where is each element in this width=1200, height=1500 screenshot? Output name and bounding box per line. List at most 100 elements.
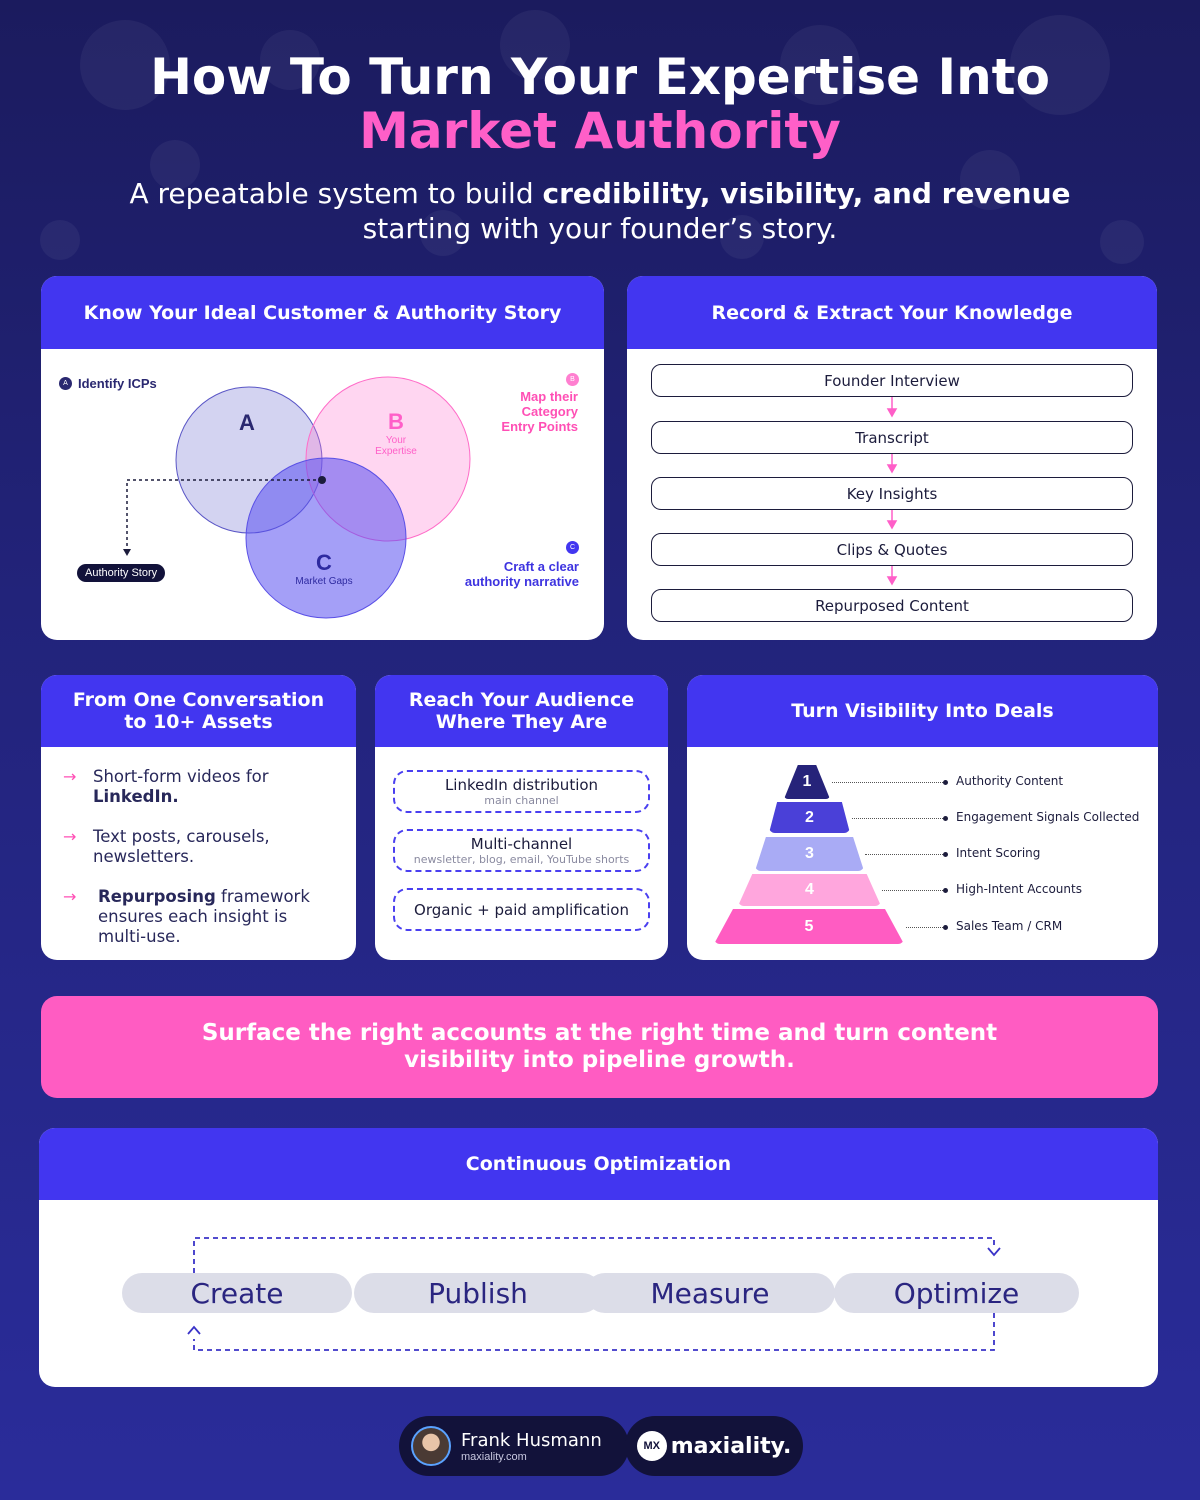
pyramid-label-5: Sales Team / CRM — [956, 918, 1063, 933]
stage-publish: Publish — [354, 1273, 602, 1313]
reach-card-title: Reach Your Audience Where They Are — [375, 675, 668, 747]
maxiality-logo-text: maxiality. — [670, 1433, 792, 1459]
channel-linkedin-sub: main channel — [484, 794, 559, 807]
flow-step-clips-quotes: Clips & Quotes — [651, 533, 1133, 566]
loop-top-arrow — [987, 1247, 1001, 1257]
channel-linkedin-main: LinkedIn distribution — [444, 776, 599, 794]
label-a-group: A Identify ICPs — [59, 376, 157, 391]
assets-card-title: From One Conversation to 10+ Assets — [41, 675, 356, 747]
pyramid-level-2: 2 — [769, 802, 850, 833]
optimization-card-title: Continuous Optimization — [39, 1128, 1158, 1200]
footer-logo-pill: MX maxiality. — [625, 1416, 803, 1476]
subtitle: A repeatable system to build credibility… — [0, 176, 1200, 246]
label-c-line2: authority narrative — [464, 574, 579, 589]
badge-a-icon: A — [59, 377, 72, 390]
circle-b-letter: B — [388, 409, 404, 434]
loop-top-dashed — [193, 1237, 995, 1273]
badge-b-icon: B — [566, 373, 579, 386]
title-line-1: How To Turn Your Expertise Into — [150, 48, 1050, 106]
pyramid-level-5: 5 — [714, 909, 904, 944]
pyramid-level-4: 4 — [738, 874, 881, 906]
asset-item-posts: → Text posts, carousels, newsletters. — [63, 827, 330, 867]
asset-item3-text: framework ensures each insight is multi-… — [98, 887, 310, 946]
loop-bottom-dashed — [193, 1313, 995, 1351]
circle-b-sub1: Your — [385, 435, 407, 446]
author-name: Frank Husmann — [461, 1429, 602, 1451]
circle-c-label: C Market Gaps — [279, 550, 369, 587]
connector-dashed — [126, 479, 322, 549]
page-title: How To Turn Your Expertise Into Market A… — [0, 50, 1200, 158]
pyramid-level-1: 1 — [784, 765, 830, 799]
pyramid-dot — [943, 924, 948, 930]
pyramid-connector — [882, 890, 945, 891]
circle-a-label: A — [239, 410, 255, 435]
pyramid-dot — [943, 888, 948, 893]
icp-card: Know Your Ideal Customer & Authority Sto… — [41, 276, 604, 640]
record-card: Record & Extract Your Knowledge Founder … — [627, 276, 1157, 640]
circle-b-label: B Your Expertise — [361, 409, 431, 457]
pyramid-connector — [832, 782, 945, 783]
channel-amplification: Organic + paid amplification — [393, 888, 650, 931]
reach-title-line2: Where They Are — [435, 711, 608, 733]
flow-step-transcript: Transcript — [651, 421, 1133, 454]
channel-linkedin: LinkedIn distribution main channel — [393, 770, 650, 813]
asset-item1-bold: LinkedIn. — [93, 787, 179, 806]
channel-multi-sub: newsletter, blog, email, YouTube shorts — [413, 853, 630, 866]
pyramid-dot — [943, 852, 948, 857]
avatar — [411, 1426, 451, 1466]
circle-c-letter: C — [316, 550, 332, 575]
arrow-right-icon: → — [63, 887, 77, 906]
stage-measure: Measure — [585, 1273, 835, 1313]
arrow-right-icon: → — [63, 827, 77, 846]
maxiality-logo-icon: MX — [636, 1431, 667, 1461]
pyramid-label-1: Authority Content — [956, 774, 1064, 788]
pyramid-dot — [943, 780, 948, 785]
optimization-card: Continuous Optimization Create Publish M… — [39, 1128, 1158, 1387]
flow-step-founder-interview: Founder Interview — [651, 364, 1133, 397]
label-b-group: Map their Category Entry Points — [501, 389, 578, 434]
pyramid-label-4: High-Intent Accounts — [956, 882, 1082, 896]
pyramid-label-3: Intent Scoring — [956, 846, 1041, 860]
channel-amplification-main: Organic + paid amplification — [414, 900, 629, 919]
venn-diagram — [123, 376, 471, 619]
pyramid-connector — [852, 817, 945, 819]
flow-step-repurposed-content: Repurposed Content — [651, 589, 1133, 622]
deals-card-title: Turn Visibility Into Deals — [687, 675, 1158, 747]
label-b-line1: Map their — [520, 389, 578, 404]
label-identify-icps: Identify ICPs — [78, 376, 157, 391]
record-card-title: Record & Extract Your Knowledge — [627, 276, 1157, 349]
stage-create: Create — [122, 1273, 352, 1313]
label-c-line1: Craft a clear — [503, 559, 579, 574]
pyramid-connector — [865, 854, 945, 855]
label-b-line2: Category — [521, 404, 578, 419]
deals-card: Turn Visibility Into Deals 1 Authority Co… — [687, 675, 1158, 960]
subtitle-pre: A repeatable system to build — [129, 177, 543, 210]
asset-item3-bold: Repurposing — [98, 887, 216, 906]
reach-title-line1: Reach Your Audience — [408, 689, 635, 711]
pipeline-banner: Surface the right accounts at the right … — [41, 996, 1158, 1098]
assets-title-line1: From One Conversation — [72, 689, 325, 711]
channel-multi: Multi-channel newsletter, blog, email, Y… — [393, 829, 650, 872]
authority-story-pill: Authority Story — [77, 564, 166, 582]
banner-line2: visibility into pipeline growth. — [404, 1047, 795, 1073]
arrow-right-icon: → — [63, 767, 77, 786]
assets-title-line2: to 10+ Assets — [124, 711, 273, 733]
badge-c-icon: C — [566, 541, 579, 554]
assets-card: From One Conversation to 10+ Assets → Sh… — [41, 675, 356, 960]
footer-author-pill: Frank Husmann maxiality.com — [399, 1416, 629, 1476]
channel-multi-main: Multi-channel — [470, 835, 573, 853]
venn-circle-c — [245, 457, 407, 619]
banner-line1: Surface the right accounts at the right … — [201, 1020, 998, 1046]
label-c-group: Craft a clear authority narrative — [465, 559, 579, 589]
stage-optimize: Optimize — [834, 1273, 1079, 1313]
cycle-loop — [187, 1237, 1001, 1351]
reach-card: Reach Your Audience Where They Are Linke… — [375, 675, 668, 960]
pyramid-label-2: Engagement Signals Collected — [956, 809, 1140, 824]
asset-item-repurposing: → Repurposing framework ensures each ins… — [63, 887, 330, 947]
asset-item2-text: Text posts, carousels, newsletters. — [93, 827, 270, 866]
connector-arrow — [123, 549, 131, 556]
pyramid-dot — [943, 815, 948, 821]
subtitle-bold: credibility, visibility, and revenue — [542, 177, 1071, 210]
subtitle-line-2: starting with your founder’s story. — [362, 212, 838, 245]
